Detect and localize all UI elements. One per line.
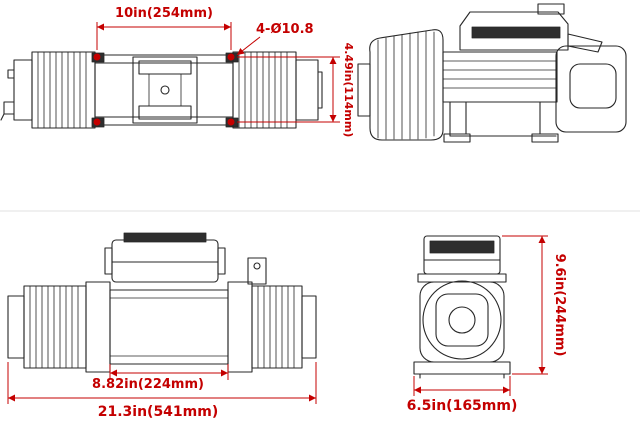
top-view-bolt-holes [93,53,235,126]
end-view [413,235,511,379]
dim-body-width [413,376,511,396]
dim-overall-height-label: 9.6in(244mm) [552,254,567,357]
dim-overall-length [7,362,317,404]
top-view [0,51,323,129]
dim-bolt-holes [236,36,261,56]
dim-overall-height [502,235,548,375]
dim-bolt-holes-label: 4-Ø10.8 [256,22,314,37]
dim-drum-length-label: 8.82in(224mm) [92,377,204,392]
front-view [7,232,317,373]
dim-mount-depth [237,56,340,123]
dim-top-width [96,22,232,50]
side-view [357,3,627,143]
dim-body-width-label: 6.5in(165mm) [407,398,518,414]
dim-top-width-label: 10in(254mm) [115,6,213,21]
dim-drum-length [109,364,229,380]
dim-overall-length-label: 21.3in(541mm) [98,404,219,420]
dim-mount-depth-label: 4.49in(114mm) [342,43,355,138]
